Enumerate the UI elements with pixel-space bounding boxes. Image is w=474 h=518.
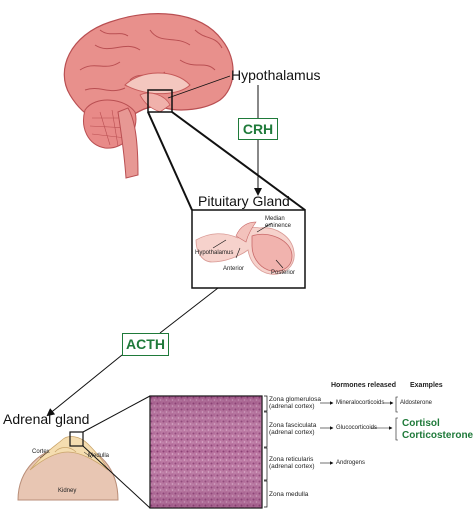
hypothalamus-label: Hypothalamus bbox=[231, 67, 321, 83]
cortex-label: Cortex bbox=[32, 449, 50, 455]
adrenal-gland-label: Adrenal gland bbox=[3, 411, 90, 427]
posterior-label: Posterior bbox=[271, 270, 296, 276]
connector-left bbox=[147, 111, 193, 211]
median-eminence-label-2: eminence bbox=[265, 223, 292, 229]
zone-reticularis-label: Zona reticularis(adrenal cortex) bbox=[269, 456, 315, 471]
crh-label: CRH bbox=[238, 118, 278, 140]
acth-label: ACTH bbox=[122, 333, 169, 356]
median-eminence-label-1: Median bbox=[265, 216, 285, 222]
hypothalamus-pointer bbox=[167, 75, 231, 99]
anterior-label: Anterior bbox=[223, 266, 245, 272]
zone-brackets bbox=[264, 395, 268, 508]
zoom-line-bottom bbox=[82, 445, 151, 509]
hormones-released-header: Hormones released bbox=[331, 382, 396, 389]
zone-fasciculata-label: Zona fasciculata(adrenal cortex) bbox=[269, 422, 317, 437]
examples-header: Examples bbox=[410, 382, 443, 389]
mineralocorticoids-label: Mineralocorticoids bbox=[336, 400, 385, 406]
connector-right bbox=[171, 111, 306, 211]
brain-illustration bbox=[63, 13, 234, 179]
cortisol-label: Cortisol bbox=[402, 418, 440, 429]
pituitary-illustration bbox=[195, 221, 295, 275]
kidney-label: Kidney bbox=[58, 488, 77, 494]
androgens-label: Androgens bbox=[336, 460, 366, 466]
medulla-label: Medulla bbox=[88, 453, 110, 459]
zone-medulla-label: Zona medulla bbox=[269, 491, 309, 498]
inset-hypothalamus-label: Hypothalamus bbox=[195, 250, 234, 256]
arrow-acth-adrenal bbox=[46, 354, 123, 417]
arrow-pituitary-acth bbox=[159, 287, 219, 334]
glucocorticoids-label: Glucocorticoids bbox=[336, 425, 378, 431]
pituitary-label: Pituitary Gland bbox=[198, 193, 290, 209]
zone-glomerulosa-label: Zona glomerulosa(adrenal cortex) bbox=[269, 396, 322, 411]
aldosterone-label: Aldosterone bbox=[400, 400, 433, 406]
adrenal-highlight-box bbox=[69, 431, 84, 447]
hypothalamus-highlight-box bbox=[147, 89, 173, 113]
zoom-line-top bbox=[82, 395, 151, 433]
corticosterone-label: Corticosterone bbox=[402, 430, 474, 441]
